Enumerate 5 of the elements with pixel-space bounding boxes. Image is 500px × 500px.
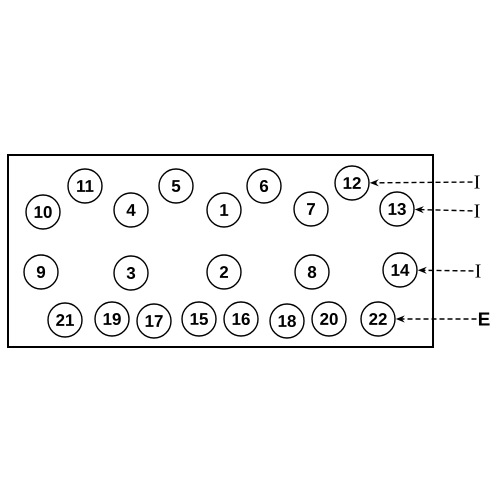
label: I xyxy=(474,175,480,189)
label: I xyxy=(475,264,481,278)
label: I xyxy=(474,204,480,218)
label: E xyxy=(478,312,490,326)
frame-rectangle xyxy=(7,154,434,348)
